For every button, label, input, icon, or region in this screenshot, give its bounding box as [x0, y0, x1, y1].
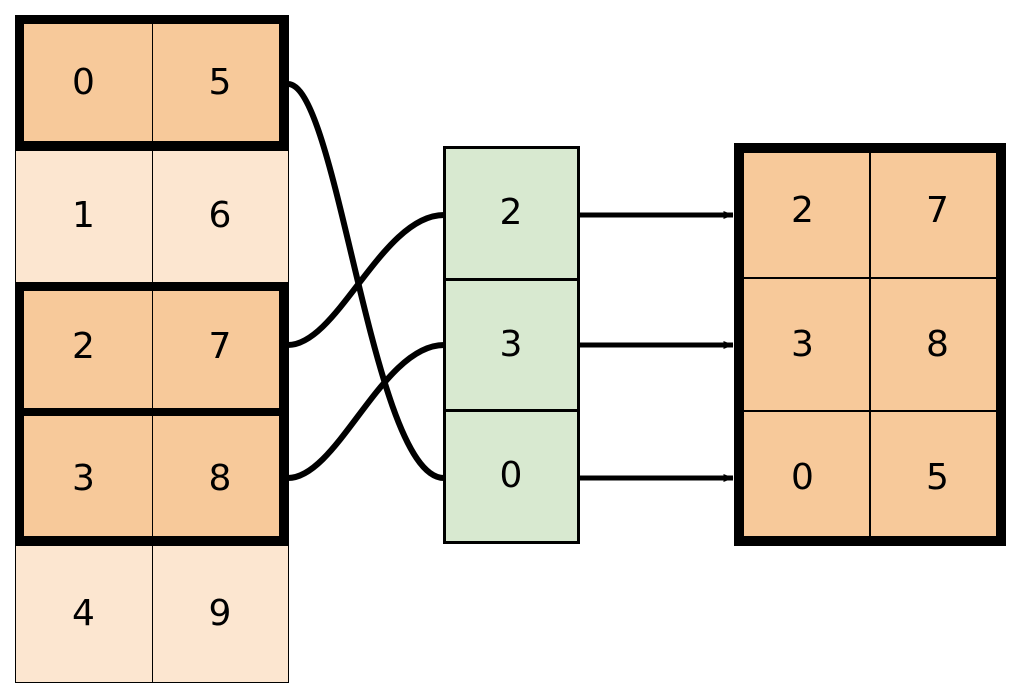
source-cell-r2c0: 2 [14, 281, 153, 413]
result-cell-r0c1: 7 [869, 143, 1006, 279]
result-cell-r2c0: 0 [734, 410, 871, 546]
index-cell-0: 2 [442, 145, 580, 281]
result-cell-r2c1: 5 [869, 410, 1006, 546]
result-cell-r1c0: 3 [734, 277, 871, 412]
source-cell-r3c0: 3 [14, 411, 153, 546]
connector-row0-to-slot2 [285, 81, 447, 481]
index-cell-2: 0 [442, 408, 580, 544]
connector-row3-to-slot1 [285, 342, 447, 481]
result-cell-r1c1: 8 [869, 277, 1006, 412]
source-cell-r3c1: 8 [151, 411, 289, 546]
source-array-table: 0 5 1 6 2 7 3 8 4 9 [14, 14, 289, 683]
connector-row2-to-slot0 [285, 212, 447, 348]
index-array-column: 2 3 0 [442, 145, 580, 544]
source-cell-r0c1: 5 [151, 14, 289, 151]
source-cell-r4c0: 4 [14, 544, 153, 683]
source-cell-r1c1: 6 [151, 149, 289, 283]
source-cell-r0c0: 0 [14, 14, 153, 151]
index-cell-1: 3 [442, 277, 580, 412]
source-cell-r4c1: 9 [151, 544, 289, 683]
result-array-table: 2 7 3 8 0 5 [734, 143, 1006, 546]
result-cell-r0c0: 2 [734, 143, 871, 279]
source-cell-r2c1: 7 [151, 281, 289, 413]
source-cell-r1c0: 1 [14, 149, 153, 283]
